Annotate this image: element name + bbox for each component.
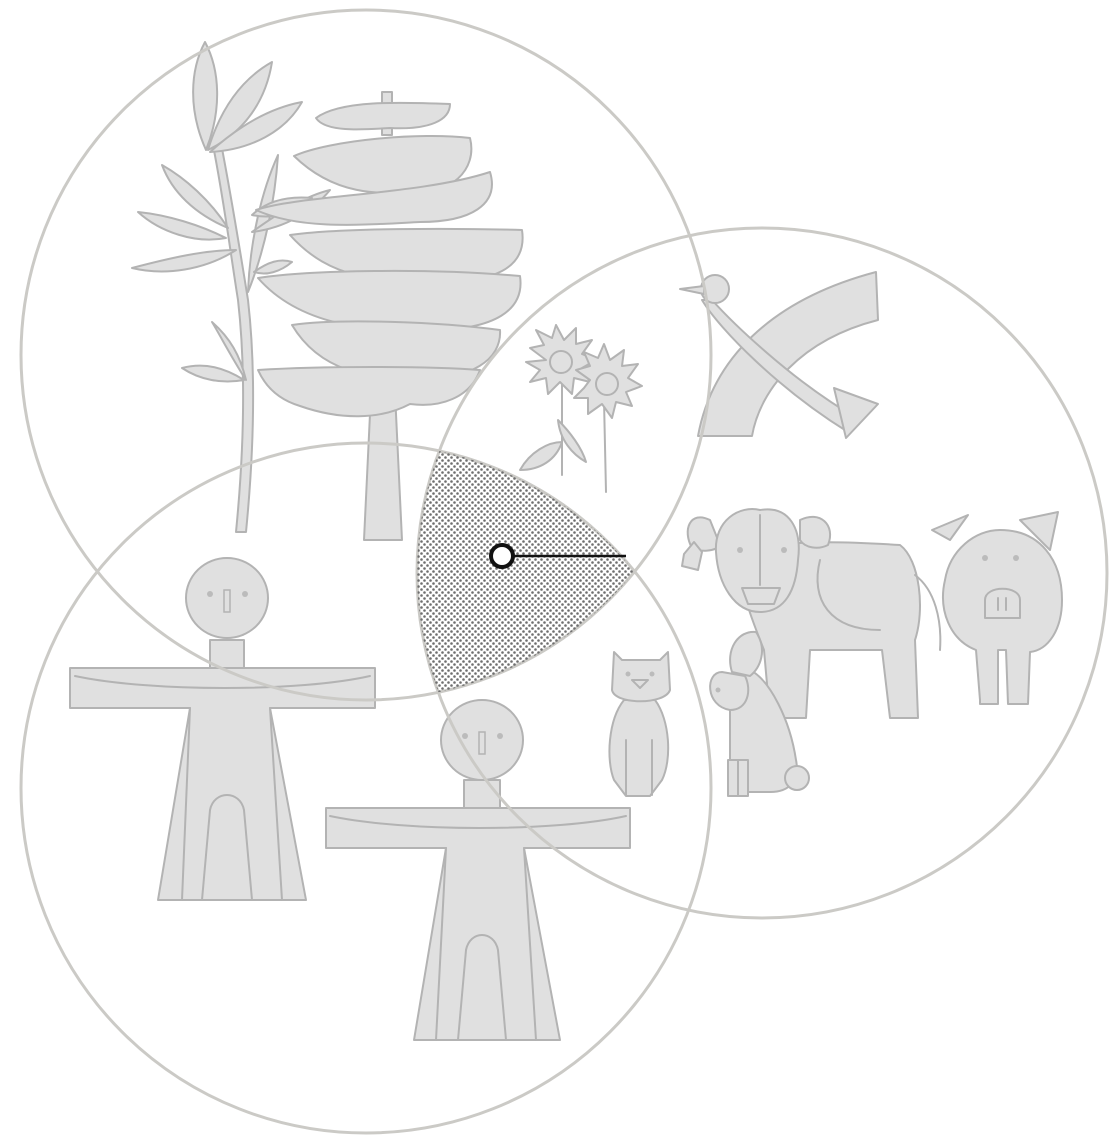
intersection-region <box>21 443 711 1133</box>
pointer-ring-icon <box>491 545 513 567</box>
cat-icon <box>609 652 670 796</box>
flowers-icon <box>520 325 642 492</box>
pig-icon <box>932 512 1062 704</box>
